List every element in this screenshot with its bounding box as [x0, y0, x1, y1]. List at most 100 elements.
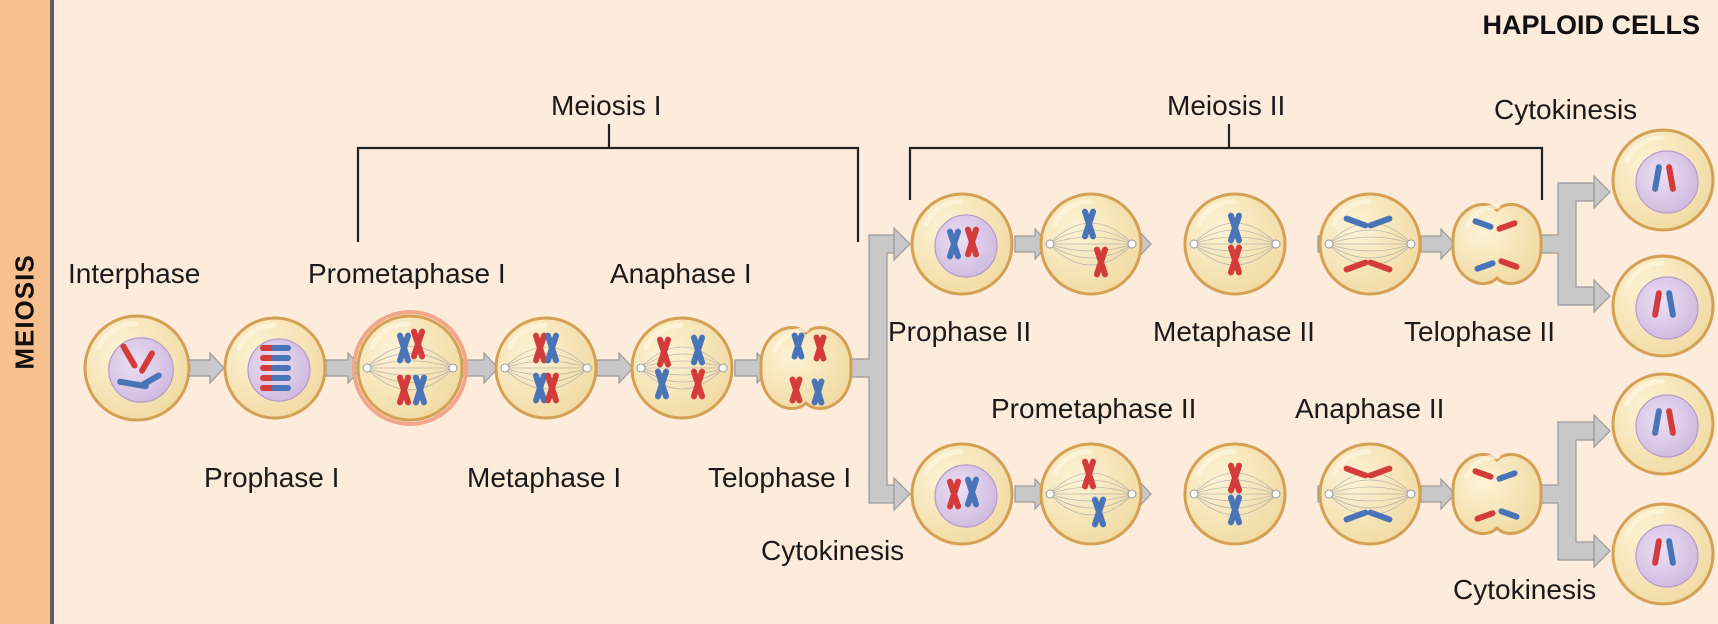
split-bottom-right-head [1593, 533, 1611, 569]
cell-metaphase-2-top [1183, 192, 1287, 296]
cell-highlight [1464, 454, 1501, 479]
haploid-cell-4 [1611, 502, 1715, 606]
cell-highlight [1196, 198, 1237, 227]
meiosis-1-label: Meiosis I [551, 90, 662, 121]
spindle-fiber [1048, 243, 1134, 266]
split-bottom-right [1535, 421, 1595, 561]
label-anaphase-1: Anaphase I [610, 258, 752, 289]
cell-highlight [643, 322, 684, 351]
centrosome [1189, 239, 1199, 249]
spindle-fiber [1327, 493, 1413, 502]
split-after-telophase-1-head [893, 476, 911, 512]
spindle-fiber [1327, 479, 1413, 495]
cell-highlight [1052, 198, 1093, 227]
split-top-right-head [1593, 278, 1611, 314]
cell-highlight [96, 321, 138, 350]
meiosis-2-bracket [908, 124, 1544, 200]
spindle-fiber [365, 367, 455, 383]
label-metaphase-2: Metaphase II [1153, 316, 1315, 347]
cell-highlight [923, 448, 964, 477]
haploid-cell-2 [1611, 254, 1715, 358]
split-after-telophase-1 [847, 234, 895, 504]
spindle-fiber [503, 367, 589, 390]
label-cytokinesis-mid: Cytokinesis [761, 535, 905, 566]
cell-prometaphase-1 [352, 310, 468, 426]
centrosome [448, 363, 458, 373]
cell-highlight [1624, 508, 1665, 537]
sidebar-divider [50, 0, 54, 624]
spindle-fiber [503, 353, 589, 369]
cells [83, 128, 1715, 606]
cell-highlight [1624, 378, 1665, 407]
label-interphase: Interphase [68, 258, 201, 289]
centrosome [500, 363, 510, 373]
spindle-fiber [639, 367, 725, 383]
spindle-fiber [1048, 243, 1134, 252]
nucleus [1635, 394, 1699, 458]
cell-membrane [1451, 453, 1543, 535]
spindle-fiber [639, 367, 725, 390]
cell-highlight [369, 321, 411, 350]
label-prophase-1: Prophase I [204, 462, 340, 493]
nucleus [1635, 524, 1699, 588]
centrosome [1045, 239, 1055, 249]
label-telophase-2: Telophase II [1404, 316, 1555, 347]
cell-highlight [772, 327, 809, 353]
spindle-fiber [639, 360, 725, 369]
label-cytokinesis-top: Cytokinesis [1494, 94, 1638, 125]
label-prometaphase-2: Prometaphase II [991, 393, 1197, 424]
spindle-fiber [503, 346, 589, 369]
haploid-cells-title: HAPLOID CELLS [1482, 10, 1700, 40]
cell-highlight [1196, 448, 1237, 477]
spindle-fiber [1048, 493, 1134, 502]
cell-prometaphase-2-top [1039, 192, 1143, 296]
centrosome [1127, 489, 1137, 499]
split-top-right [1535, 182, 1595, 306]
haploid-cell-3 [1611, 372, 1715, 476]
centrosome [582, 363, 592, 373]
cell-telophase-1 [759, 326, 853, 410]
spindle-fiber [503, 367, 589, 383]
sidebar-band: MEIOSIS [0, 0, 50, 624]
nucleus [1635, 276, 1699, 340]
cell-highlight [236, 322, 277, 351]
centrosome [1127, 239, 1137, 249]
spindle-fiber [365, 367, 455, 391]
bracket-lines [356, 124, 1544, 242]
cell-prophase-1 [223, 316, 327, 420]
spindle-fiber [639, 353, 725, 369]
label-metaphase-1: Metaphase I [467, 462, 622, 493]
cell-highlight [1052, 448, 1093, 477]
nucleus [934, 214, 998, 278]
centrosome [1324, 489, 1334, 499]
label-telophase-1: Telophase I [708, 462, 852, 493]
cell-highlight [1624, 260, 1665, 289]
spindle-fiber [365, 367, 455, 376]
cell-anaphase-2-bottom [1318, 442, 1422, 546]
meiosis-2-label: Meiosis II [1167, 90, 1286, 121]
cell-metaphase-2-bottom [1183, 442, 1287, 546]
cell-telophase-2-bottom [1451, 453, 1543, 535]
cell-halo [352, 310, 468, 426]
split-top-right-head [1593, 174, 1611, 210]
cell-interphase [83, 314, 191, 422]
centrosome [1271, 239, 1281, 249]
centrosome [1324, 239, 1334, 249]
cell-metaphase-1 [494, 316, 598, 420]
spindle-fiber [1327, 493, 1413, 509]
spindle-fiber [365, 353, 455, 369]
cell-membrane [759, 326, 853, 410]
spindle-fiber [1327, 243, 1413, 252]
spindle-fiber [1327, 486, 1413, 495]
cell-prophase-2-bottom [910, 442, 1014, 546]
cell-highlight [1464, 204, 1501, 229]
cell-anaphase-1 [630, 316, 734, 420]
label-prometaphase-1: Prometaphase I [308, 258, 506, 289]
spindle-fiber [1048, 243, 1134, 259]
cell-highlight [1331, 198, 1372, 227]
label-prophase-2: Prophase II [888, 316, 1032, 347]
split-bottom-right-head [1593, 413, 1611, 449]
meiosis-1-bracket [356, 124, 860, 242]
arrow-row1-3 [596, 351, 634, 385]
